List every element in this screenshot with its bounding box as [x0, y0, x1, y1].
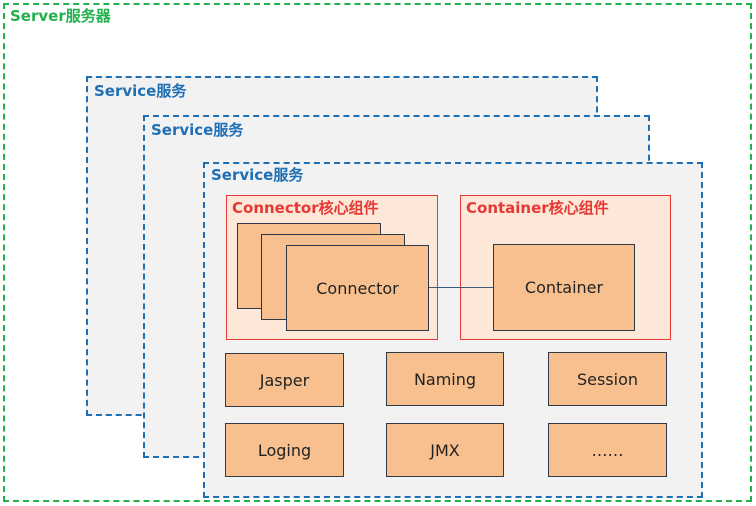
- service-title-back: Service服务: [94, 82, 187, 100]
- connector-label: Connector: [316, 278, 399, 298]
- service-title-middle: Service服务: [151, 121, 244, 139]
- connector-group-title: Connector核心组件: [232, 199, 379, 217]
- component-loging: Loging: [225, 423, 344, 477]
- component-more: ……: [548, 423, 667, 477]
- component-naming: Naming: [386, 352, 504, 406]
- component-jmx: JMX: [386, 423, 504, 477]
- component-label: Naming: [413, 369, 477, 389]
- container-group-title: Container核心组件: [466, 199, 609, 217]
- container-box: Container: [493, 244, 635, 331]
- connector-box: Connector: [286, 245, 429, 331]
- service-title-front: Service服务: [211, 166, 304, 184]
- component-label: Loging: [257, 440, 312, 460]
- component-label: Jasper: [259, 370, 310, 390]
- component-label: ……: [591, 440, 624, 460]
- component-session: Session: [548, 352, 667, 406]
- component-label: Session: [576, 369, 639, 389]
- container-label: Container: [524, 278, 604, 297]
- component-jasper: Jasper: [225, 353, 344, 407]
- server-title: Server服务器: [10, 7, 111, 25]
- connector-container-link: [429, 287, 493, 288]
- component-label: JMX: [430, 440, 460, 460]
